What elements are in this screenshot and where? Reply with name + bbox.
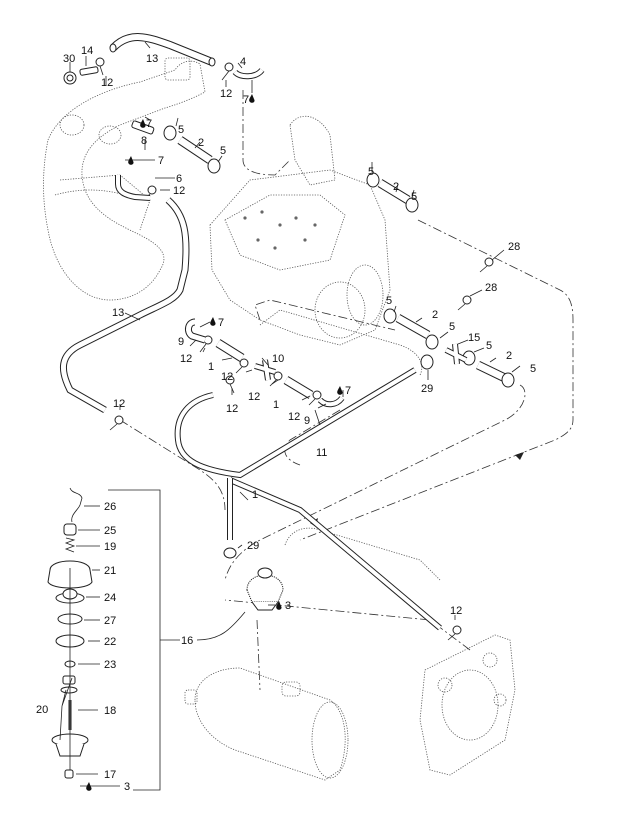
expansion-tank: [246, 567, 284, 611]
callout-12: 12: [221, 371, 233, 383]
callout-1: 1: [252, 489, 258, 501]
callout-2: 2: [432, 309, 438, 321]
callout-18: 18: [104, 705, 116, 717]
callout-7: 7: [146, 118, 152, 130]
hose-11: [174, 367, 417, 479]
exhaust-manifold: [43, 57, 206, 301]
callout-9: 9: [178, 336, 184, 348]
callout-24: 24: [104, 592, 116, 604]
callout-15: 15: [468, 332, 480, 344]
callout-5: 5: [449, 321, 455, 333]
callout-2: 2: [198, 137, 204, 149]
callout-1: 1: [273, 399, 279, 411]
callout-12: 12: [173, 185, 185, 197]
callout-12: 12: [226, 403, 238, 415]
drop-icon: [128, 156, 134, 165]
hose-13-top: [109, 33, 216, 67]
callout-25: 25: [104, 525, 116, 537]
transom-plate: [419, 634, 516, 776]
callout-labels: 30 14 12 13 4 12 7 7 8 5 2 5 7 6 12 5 2 …: [36, 45, 536, 793]
muffler: [184, 667, 349, 781]
callout-5: 5: [220, 145, 226, 157]
callout-21: 21: [104, 565, 116, 577]
callout-3: 3: [285, 600, 291, 612]
callout-3: 3: [124, 781, 130, 793]
hose-clips: [95, 57, 494, 641]
callout-16: 16: [181, 635, 193, 647]
drop-icon: [337, 386, 343, 395]
callout-12: 12: [220, 88, 232, 100]
leader-lines: [59, 41, 521, 787]
callout-29: 29: [421, 383, 433, 395]
hull-outline: [259, 309, 423, 376]
callout-4: 4: [240, 56, 246, 68]
callout-26: 26: [104, 501, 116, 513]
valve-assembly: [47, 487, 180, 791]
callout-28: 28: [485, 282, 497, 294]
drop-icon: [210, 317, 216, 326]
callout-14: 14: [81, 45, 93, 57]
callout-11: 11: [316, 447, 327, 459]
callout-17: 17: [104, 769, 116, 781]
callout-20: 20: [36, 704, 48, 716]
callout-19: 19: [104, 541, 116, 553]
callout-5: 5: [178, 124, 184, 136]
hose-1-long: [227, 477, 442, 631]
callout-5: 5: [530, 363, 536, 375]
callout-6: 6: [176, 173, 182, 185]
drop-icons: [86, 94, 343, 791]
drop-icon: [86, 782, 92, 791]
callout-2: 2: [506, 350, 512, 362]
callout-29: 29: [247, 540, 259, 552]
hull-outline: [284, 527, 441, 581]
callout-5: 5: [386, 295, 392, 307]
callout-5: 5: [368, 166, 374, 178]
callout-13: 13: [112, 307, 124, 319]
callout-7: 7: [218, 317, 224, 329]
callout-5: 5: [486, 340, 492, 352]
short-hoses: [177, 136, 507, 399]
hose-clamps: [163, 125, 515, 559]
callout-12: 12: [180, 353, 192, 365]
engine-block: [209, 115, 391, 346]
callout-27: 27: [104, 615, 116, 627]
drop-icon: [249, 94, 255, 103]
callout-12: 12: [113, 398, 125, 410]
hose-13-left: [59, 197, 190, 414]
drop-icon: [140, 119, 146, 128]
callout-12: 12: [248, 391, 260, 403]
callout-28: 28: [508, 241, 520, 253]
callout-8: 8: [141, 135, 147, 147]
callout-30: 30: [63, 53, 75, 65]
callout-7: 7: [158, 155, 164, 167]
callout-7: 7: [243, 94, 249, 106]
callout-2: 2: [393, 181, 399, 193]
callout-1: 1: [208, 361, 214, 373]
callout-9: 9: [304, 415, 310, 427]
callout-5: 5: [411, 191, 417, 203]
callout-10: 10: [272, 353, 284, 365]
callout-22: 22: [104, 636, 116, 648]
callout-7: 7: [345, 385, 351, 397]
callout-13: 13: [146, 53, 158, 65]
callout-12: 12: [101, 77, 113, 89]
fittings: [63, 66, 468, 408]
callout-12: 12: [450, 605, 462, 617]
callout-12: 12: [288, 411, 300, 423]
drop-icon: [276, 601, 282, 610]
callout-23: 23: [104, 659, 116, 671]
